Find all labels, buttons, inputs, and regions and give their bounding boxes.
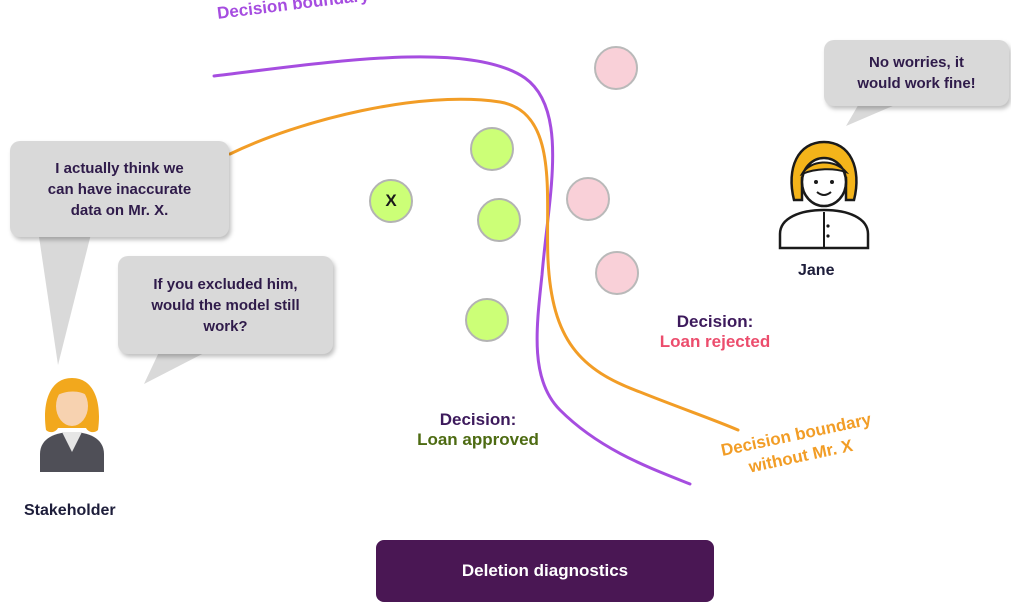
stakeholder-bubble2-tail [144, 350, 210, 384]
data-point-approved[interactable] [470, 127, 514, 171]
woman-avatar-icon [40, 378, 104, 472]
decision-approved-value: Loan approved [417, 430, 539, 449]
deletion-diagnostics-button[interactable]: Deletion diagnostics [376, 540, 714, 602]
data-point-rejected[interactable] [595, 251, 639, 295]
jane-speech-bubble: No worries, it would work fine! [824, 40, 1009, 106]
stakeholder-question-bubble: If you excluded him, would the model sti… [118, 256, 333, 354]
stakeholder-bubble-tail [38, 230, 92, 365]
data-point-approved[interactable] [477, 198, 521, 242]
jane-label: Jane [798, 262, 835, 279]
data-point-mr-x[interactable]: X [369, 179, 413, 223]
decision-rejected-block: Decision: Loan rejected [640, 312, 790, 352]
stakeholder-speech-bubble: I actually think we can have inaccurate … [10, 141, 229, 237]
decision-approved-heading: Decision: [439, 410, 517, 429]
stakeholder-label: Stakeholder [24, 502, 116, 519]
data-point-x-label: X [385, 191, 397, 210]
decision-rejected-heading: Decision: [676, 312, 754, 331]
jane-bubble-tail [846, 102, 902, 126]
decision-approved-block: Decision: Loan approved [398, 410, 558, 450]
data-point-approved[interactable] [465, 298, 509, 342]
data-point-rejected[interactable] [566, 177, 610, 221]
decision-boundary-without-curve [228, 97, 740, 432]
data-point-rejected[interactable] [594, 46, 638, 90]
woman-outline-avatar-icon [778, 140, 870, 250]
decision-rejected-value: Loan rejected [659, 332, 771, 351]
